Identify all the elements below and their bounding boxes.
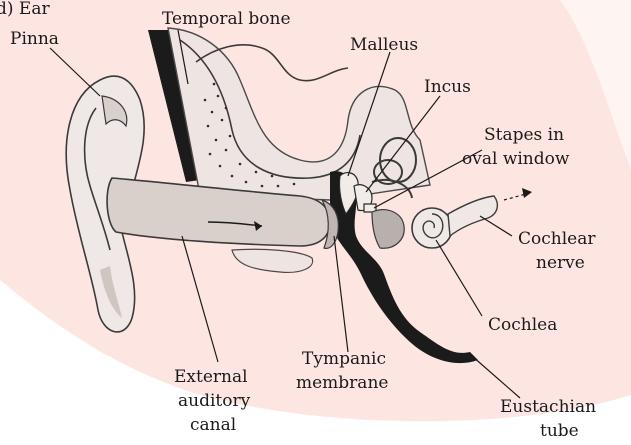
label-cochlea: Cochlea	[488, 315, 557, 335]
label-pinna: Pinna	[10, 29, 59, 49]
label-stapes-line1: Stapes in	[484, 125, 564, 145]
label-external-line3: canal	[190, 415, 236, 435]
vestibule-gray-region	[372, 210, 404, 249]
label-malleus: Malleus	[350, 35, 418, 55]
label-external-line2: auditory	[178, 391, 251, 411]
label-cochlear-nerve-line1: Cochlear	[518, 229, 596, 249]
label-external-line1: External	[174, 367, 248, 387]
label-eustachian-line1: Eustachian	[500, 397, 596, 417]
cochlea-spiral	[412, 208, 452, 248]
label-cochlear-nerve-line2: nerve	[536, 253, 585, 273]
label-eustachian-line2: tube	[540, 421, 579, 441]
label-temporal-bone: Temporal bone	[162, 9, 291, 29]
heading-fragment: d) Ear	[0, 0, 50, 19]
label-tympanic-line1: Tympanic	[302, 349, 386, 369]
label-tympanic-line2: membrane	[296, 373, 388, 393]
label-incus: Incus	[424, 77, 471, 97]
label-stapes-line2: oval window	[462, 149, 570, 169]
